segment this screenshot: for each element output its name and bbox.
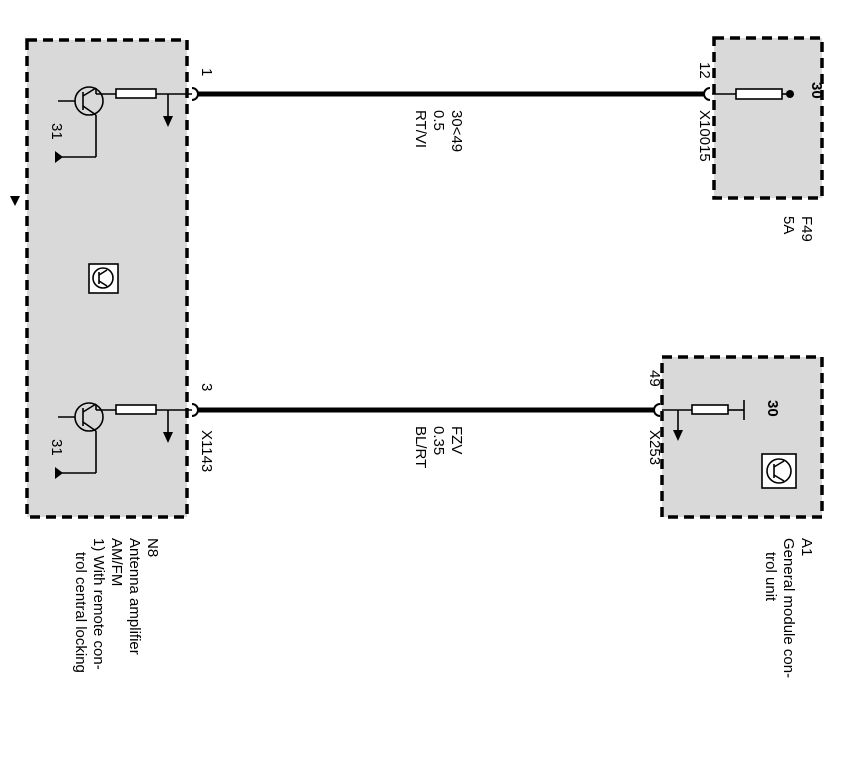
wire-bottom-color: BL/RT xyxy=(412,426,429,468)
connector-hook-f49 xyxy=(703,87,711,101)
ground-mark-bottom xyxy=(55,467,63,479)
wire-bottom-gauge: 0.35 xyxy=(430,426,447,455)
connector-hook-n8-bottom xyxy=(191,403,199,417)
connector-label-n8: X1143 xyxy=(198,430,215,472)
module-name-a1-line2: trol unit xyxy=(762,552,779,602)
connector-hook-n8-top xyxy=(191,87,199,101)
connector-label-a1: X253 xyxy=(646,430,663,465)
module-id-a1: A1 xyxy=(798,538,815,556)
wire-top-gauge: 0.5 xyxy=(430,110,447,131)
fuse-f49-box xyxy=(712,36,824,200)
module-name-a1-line1: General module con- xyxy=(780,538,797,678)
module-name-n8-line2: AM/FM xyxy=(108,538,125,586)
outside-marker-icon xyxy=(10,196,20,206)
terminal-label-a1: 30 xyxy=(764,400,781,417)
wire-top-color: RT/VI xyxy=(412,110,429,148)
transistor-circuit-bottom xyxy=(58,402,192,474)
ground-number-bottom: 31 xyxy=(48,439,65,456)
general-module-box xyxy=(660,355,824,519)
pin-label-n8-top: 1 xyxy=(198,68,215,76)
module-id-n8: N8 xyxy=(144,538,161,557)
electronic-module-icon-a1 xyxy=(761,453,797,489)
ground-mark-top xyxy=(55,151,63,163)
ground-arrow-bottom xyxy=(163,432,173,443)
pin-label-a1: 49 xyxy=(646,370,663,387)
electronic-module-icon-n8 xyxy=(88,263,119,294)
fuse-terminal-dot xyxy=(786,90,794,98)
transistor-circuit-top xyxy=(58,86,192,158)
module-name-n8-line1: Antenna amplifier xyxy=(126,538,143,655)
fuse-rating: 5A xyxy=(780,216,797,234)
resistor-circuit-a1 xyxy=(662,400,745,431)
ground-arrow-a1 xyxy=(673,430,683,441)
connector-hook-a1 xyxy=(653,403,661,417)
fuse-id: F49 xyxy=(798,216,815,242)
pin-label-n8-bottom: 3 xyxy=(198,383,215,391)
ground-arrow-top xyxy=(163,116,173,127)
terminal-label-f49: 30 xyxy=(808,82,825,99)
module-note-n8-line2: trol central locking xyxy=(72,552,89,673)
wire-top-signal: 30<49 xyxy=(448,110,465,152)
pin-label-f49: 12 xyxy=(696,62,713,79)
module-note-n8-line1: 1) With remote con- xyxy=(90,538,107,670)
ground-number-top: 31 xyxy=(48,123,65,140)
wire-bottom-signal: FZV xyxy=(448,426,465,454)
connector-label-f49: X10015 xyxy=(696,110,713,162)
